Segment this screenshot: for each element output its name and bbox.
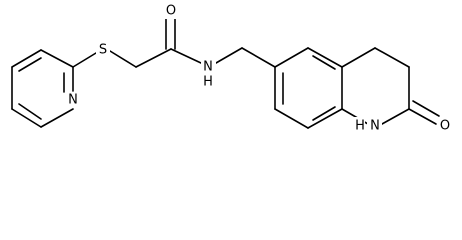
bond-lactam-oxygen-b (412, 100, 440, 117)
bond-ch2-aromatic (241, 47, 276, 68)
bond-pyridine-1 (11, 49, 42, 68)
pyridine-ring (11, 49, 74, 128)
sulfur-label: S (99, 43, 107, 58)
lactam-ring (341, 47, 440, 125)
bond-lactam-1 (341, 47, 376, 68)
bond-benzo-5 (307, 47, 343, 68)
bond-benzo-double-2 (312, 106, 336, 121)
carbonyl-oxygen-label: O (166, 4, 176, 19)
amide-nitrogen-label-background (201, 58, 216, 74)
bond-benzo-3 (307, 108, 343, 129)
bond-pyridine-double-2 (18, 103, 42, 120)
benzo-ring (274, 47, 343, 129)
pyridine-nitrogen-label: N (68, 93, 78, 108)
pyridine-nitrogen-label-background (66, 92, 80, 108)
lactam-hydrogen-label: H (355, 119, 365, 134)
lactam-oxygen-label-background (438, 117, 452, 133)
amide-nitrogen-label: N (203, 60, 213, 75)
side-chain (72, 17, 276, 68)
molecule-structure: S O N H N H N O (11, 3, 452, 134)
bond-benzo-double-3 (312, 55, 336, 70)
sulfur-label-background (96, 42, 110, 58)
bond-benzo-6 (274, 47, 309, 68)
bond-pyridine-5 (11, 108, 42, 128)
bond-ch2-carbonyl (135, 48, 172, 68)
bond-pyridine-4 (40, 108, 74, 128)
bond-lactam-4 (381, 108, 410, 125)
bond-s-ch2 (109, 50, 137, 68)
lactam-nitrogen-label-background (367, 117, 382, 133)
bond-carbonyl-nitrogen (170, 48, 202, 64)
bond-pyridine-c-s (72, 52, 97, 68)
amide-hydrogen-label: H (203, 75, 213, 90)
bond-nitrogen-ch2 (215, 47, 243, 64)
bond-lactam-oxygen-a (408, 108, 437, 125)
bond-pyridine-2 (40, 49, 74, 68)
lactam-oxygen-label: O (440, 119, 450, 134)
lactam-nitrogen-label: N (370, 119, 380, 134)
carbonyl-oxygen-label-background (164, 3, 178, 19)
bond-pyridine-double-1 (18, 57, 42, 72)
lactam-hydrogen-label-background (352, 117, 365, 133)
bond-lactam-2 (374, 47, 410, 68)
bond-benzo-2 (274, 108, 309, 129)
